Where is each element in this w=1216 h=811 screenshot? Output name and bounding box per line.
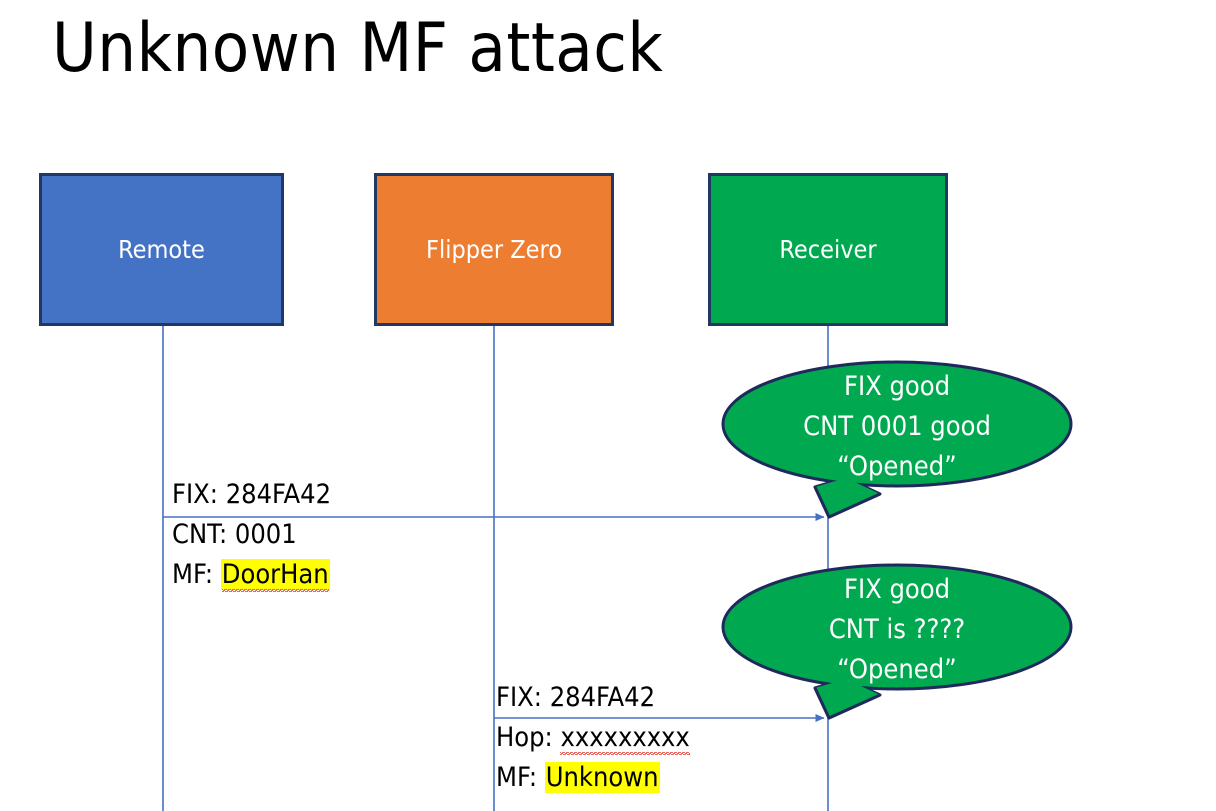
- actor-label-flipper: Flipper Zero: [426, 235, 562, 264]
- message-line: MF: Unknown: [496, 758, 690, 798]
- actor-box-flipper[interactable]: Flipper Zero: [374, 173, 614, 326]
- actor-box-receiver[interactable]: Receiver: [708, 173, 948, 326]
- actor-label-remote: Remote: [118, 235, 205, 264]
- message-key: MF:: [172, 559, 214, 590]
- message-line: FIX: 284FA42: [172, 475, 331, 515]
- page-title: Unknown MF attack: [52, 9, 664, 88]
- message-value: DoorHan: [221, 559, 329, 592]
- actor-label-receiver: Receiver: [779, 235, 877, 264]
- callout-bubble-2: [721, 563, 1073, 720]
- callout-bubble-1: [721, 360, 1073, 519]
- message-label-flipper-to-receiver: FIX: 284FA42 Hop: xxxxxxxxx MF: Unknown: [496, 678, 690, 798]
- message-key: FIX:: [496, 682, 542, 713]
- actor-box-remote[interactable]: Remote: [39, 173, 284, 326]
- message-line: FIX: 284FA42: [496, 678, 690, 718]
- message-key: FIX:: [172, 479, 218, 510]
- message-value: 284FA42: [225, 479, 332, 510]
- message-line: CNT: 0001: [172, 515, 331, 555]
- message-key: MF:: [496, 762, 538, 793]
- message-value-highlighted: Unknown: [544, 762, 660, 793]
- message-value-highlighted: DoorHan: [220, 559, 330, 592]
- message-line: Hop: xxxxxxxxx: [496, 718, 690, 758]
- message-label-remote-to-receiver: FIX: 284FA42 CNT: 0001 MF: DoorHan: [172, 475, 331, 595]
- message-value: xxxxxxxxx: [560, 722, 690, 755]
- message-value: 0001: [234, 519, 297, 550]
- message-key: Hop:: [496, 722, 553, 753]
- message-key: CNT:: [172, 519, 228, 550]
- message-value: 284FA42: [549, 682, 656, 713]
- message-line: MF: DoorHan: [172, 555, 331, 595]
